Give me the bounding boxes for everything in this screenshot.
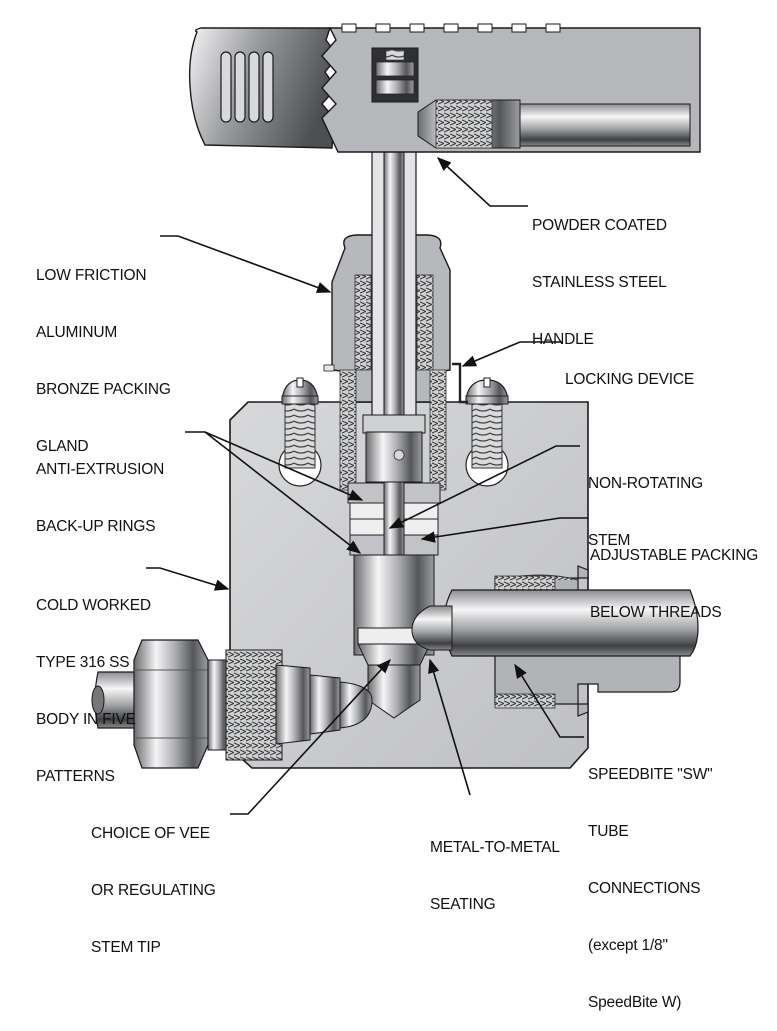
locking-device <box>452 362 468 404</box>
body-screw-right <box>465 377 509 487</box>
leader-backup-ring-lower <box>204 431 362 554</box>
callout-tube-connections: SPEEDBITE "SW" TUBE CONNECTIONS (except … <box>588 766 713 1011</box>
left-tube-fitting <box>91 639 373 769</box>
leader-body <box>146 567 230 591</box>
leader-locking-device <box>461 341 562 367</box>
right-tube-fitting <box>411 565 699 717</box>
leader-seating <box>428 658 471 796</box>
callout-stem-tip: CHOICE OF VEE OR REGULATING STEM TIP <box>91 825 216 956</box>
callout-packing-gland: LOW FRICTION ALUMINUM BRONZE PACKING GLA… <box>36 267 171 455</box>
leader-handle <box>436 157 528 207</box>
leader-packing-gland <box>160 235 332 293</box>
callout-locking-device: LOCKING DEVICE <box>565 371 694 388</box>
leader-stem-tip <box>230 658 391 815</box>
callout-body: COLD WORKED TYPE 316 SS BODY IN FIVE PAT… <box>36 597 151 785</box>
callout-seating: METAL-TO-METAL SEATING <box>430 839 560 913</box>
callout-handle: POWDER COATED STAINLESS STEEL HANDLE <box>532 217 667 348</box>
body-screw-left <box>278 377 322 487</box>
leader-lines <box>146 157 588 815</box>
leader-adjustable-packing <box>420 517 588 543</box>
leader-non-rotating-stem <box>388 445 580 529</box>
valve-illustration <box>91 23 701 815</box>
callout-non-rotating-stem: NON-ROTATING STEM <box>588 475 703 549</box>
leader-tube-connections <box>514 663 584 738</box>
callout-back-up-rings: ANTI-EXTRUSION BACK-UP RINGS <box>36 461 165 535</box>
handle <box>188 23 701 153</box>
callout-adjustable-packing: ADJUSTABLE PACKING BELOW THREADS <box>590 547 759 621</box>
